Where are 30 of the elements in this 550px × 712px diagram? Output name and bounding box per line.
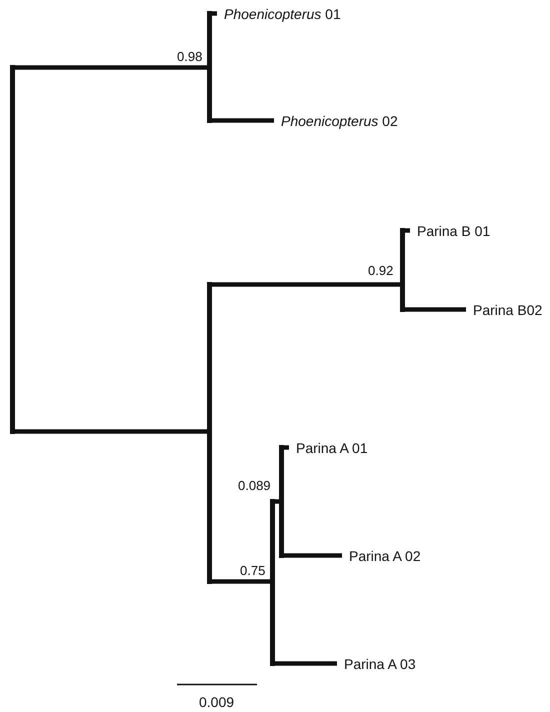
branch-line: [212, 579, 270, 584]
node-bar: [270, 499, 275, 666]
node-bar: [279, 445, 284, 558]
branch-line: [15, 65, 207, 70]
node-bar: [10, 65, 15, 434]
branch-line: [212, 282, 400, 287]
taxon-label: Parina A 02: [342, 548, 421, 564]
branch-line: [275, 661, 337, 666]
branch-line: [405, 228, 410, 233]
node-bar: [207, 282, 212, 584]
support-value: 0.75: [240, 564, 266, 578]
support-value: 0.92: [368, 264, 394, 278]
branch-line: [284, 553, 342, 558]
scale-value: 0.009: [199, 694, 234, 710]
taxon-label: Phoenicopterus 01: [217, 6, 341, 22]
taxon-label: Parina B 01: [410, 222, 490, 238]
taxon-label: Phoenicopterus 02: [274, 112, 398, 128]
taxon-label: Parina B02: [466, 302, 542, 318]
branch-line: [275, 499, 279, 504]
support-value: 0.98: [177, 50, 202, 64]
branch-line: [212, 118, 274, 123]
taxon-label: Parina A 01: [289, 440, 368, 456]
taxon-label: Parina A 03: [337, 656, 416, 672]
branch-line: [212, 11, 217, 16]
node-bar: [400, 228, 405, 312]
branch-line: [284, 445, 289, 450]
node-bar: [207, 11, 212, 123]
branch-line: [405, 307, 466, 312]
branch-line: [15, 429, 207, 434]
support-value: 0.089: [238, 479, 271, 493]
